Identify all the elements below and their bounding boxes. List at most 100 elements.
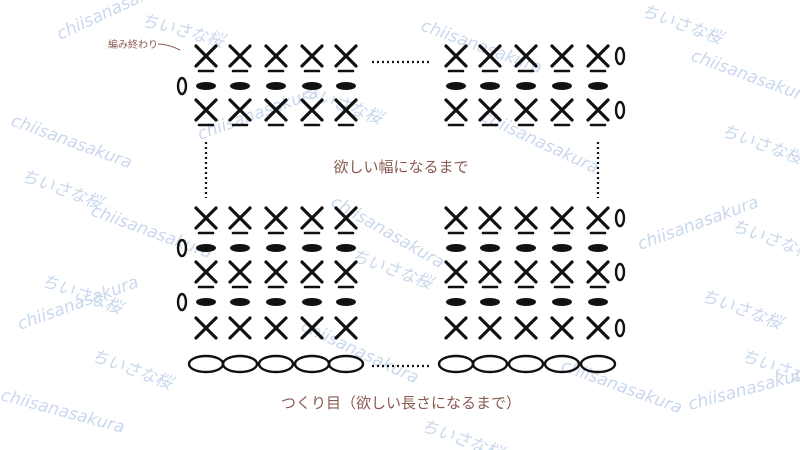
watermark-text: ちいさな桜 (88, 346, 178, 395)
x-stroke (194, 206, 218, 230)
x-stroke (444, 98, 468, 122)
x-stroke (550, 98, 574, 122)
chain-stitch-filled (588, 244, 608, 252)
watermark-text: chiisanasakura (688, 46, 800, 108)
single-crochet-symbol (334, 316, 358, 340)
x-stroke (550, 260, 574, 284)
chain-stitch-open (579, 354, 617, 374)
x-stroke (228, 206, 252, 230)
chain-stitch-open (187, 354, 225, 374)
single-crochet-symbol (194, 98, 218, 127)
single-crochet-symbol (228, 44, 252, 73)
watermark-text: chiisanasakura (298, 316, 422, 388)
end-marker-leader-line (157, 43, 181, 51)
chain-stitch-filled (336, 298, 356, 306)
chain-stitch-filled (230, 298, 250, 306)
x-stroke (194, 44, 218, 68)
chain-stitch-filled (446, 298, 466, 306)
chain-stitch-open (543, 354, 581, 374)
chain-stitch-filled (266, 244, 286, 252)
x-stroke (334, 98, 358, 122)
x-stroke (586, 44, 610, 68)
single-crochet-symbol (194, 44, 218, 73)
end-marker-label: 編み終わり (108, 38, 158, 51)
single-crochet-symbol (478, 44, 502, 73)
x-stroke (586, 206, 610, 230)
x-stroke (478, 44, 502, 68)
x-stroke (478, 206, 502, 230)
turning-chain (176, 238, 188, 258)
single-crochet-symbol (300, 260, 324, 289)
watermark-text: ちいさな桜 (718, 121, 800, 170)
chain-stitch-filled (516, 244, 536, 252)
chain-stitch-open (471, 354, 509, 374)
x-stroke (194, 98, 218, 122)
single-crochet-symbol (444, 316, 468, 340)
x-stroke (194, 316, 218, 340)
x-stroke (334, 260, 358, 284)
turning-chain (614, 208, 626, 228)
watermark-text: chiisanasakura (88, 201, 215, 263)
single-crochet-symbol (550, 260, 574, 289)
single-crochet-symbol (264, 44, 288, 73)
watermark-text: ちいさな桜 (638, 1, 728, 50)
x-stroke (478, 98, 502, 122)
single-crochet-symbol (300, 98, 324, 127)
single-crochet-symbol (334, 260, 358, 289)
x-stroke (514, 316, 538, 340)
single-crochet-symbol (334, 98, 358, 127)
x-stroke (444, 260, 468, 284)
chain-stitch-filled (446, 244, 466, 252)
chain-stitch-open (437, 354, 475, 374)
chain-note-label: つくり目（欲しい長さになるまで） (281, 394, 521, 412)
x-stroke (514, 260, 538, 284)
single-crochet-symbol (550, 44, 574, 73)
single-crochet-symbol (228, 98, 252, 127)
x-stroke (264, 98, 288, 122)
x-stroke (478, 260, 502, 284)
chain-stitch-filled (336, 82, 356, 90)
single-crochet-symbol (444, 44, 468, 73)
single-crochet-symbol (586, 98, 610, 127)
chain-stitch-filled (302, 82, 322, 90)
single-crochet-symbol (550, 206, 574, 235)
x-stroke (514, 98, 538, 122)
chain-stitch-filled (516, 298, 536, 306)
x-stroke (264, 206, 288, 230)
chain-stitch-open (257, 354, 295, 374)
x-stroke (300, 206, 324, 230)
chain-stitch-filled (552, 244, 572, 252)
single-crochet-symbol (264, 316, 288, 340)
chain-stitch-filled (196, 244, 216, 252)
single-crochet-symbol (586, 316, 610, 340)
x-stroke (550, 44, 574, 68)
turning-chain (176, 76, 188, 96)
chain-stitch-open (327, 354, 365, 374)
x-stroke (300, 316, 324, 340)
x-stroke (264, 260, 288, 284)
turning-chain (614, 262, 626, 282)
single-crochet-symbol (586, 260, 610, 289)
x-stroke (300, 44, 324, 68)
x-stroke (444, 316, 468, 340)
chain-stitch-filled (196, 82, 216, 90)
single-crochet-symbol (228, 260, 252, 289)
x-stroke (586, 260, 610, 284)
watermark-text: ちいさな桜 (728, 216, 800, 265)
x-stroke (550, 316, 574, 340)
chain-stitch-filled (552, 82, 572, 90)
chain-stitch-filled (480, 82, 500, 90)
single-crochet-symbol (300, 44, 324, 73)
width-note-label: 欲しい幅になるまで (333, 158, 468, 176)
chain-stitch-filled (588, 298, 608, 306)
x-stroke (550, 206, 574, 230)
turning-chain (614, 46, 626, 66)
single-crochet-symbol (300, 206, 324, 235)
x-stroke (264, 316, 288, 340)
single-crochet-symbol (586, 206, 610, 235)
single-crochet-symbol (444, 98, 468, 127)
single-crochet-symbol (550, 98, 574, 127)
chain-stitch-filled (336, 244, 356, 252)
